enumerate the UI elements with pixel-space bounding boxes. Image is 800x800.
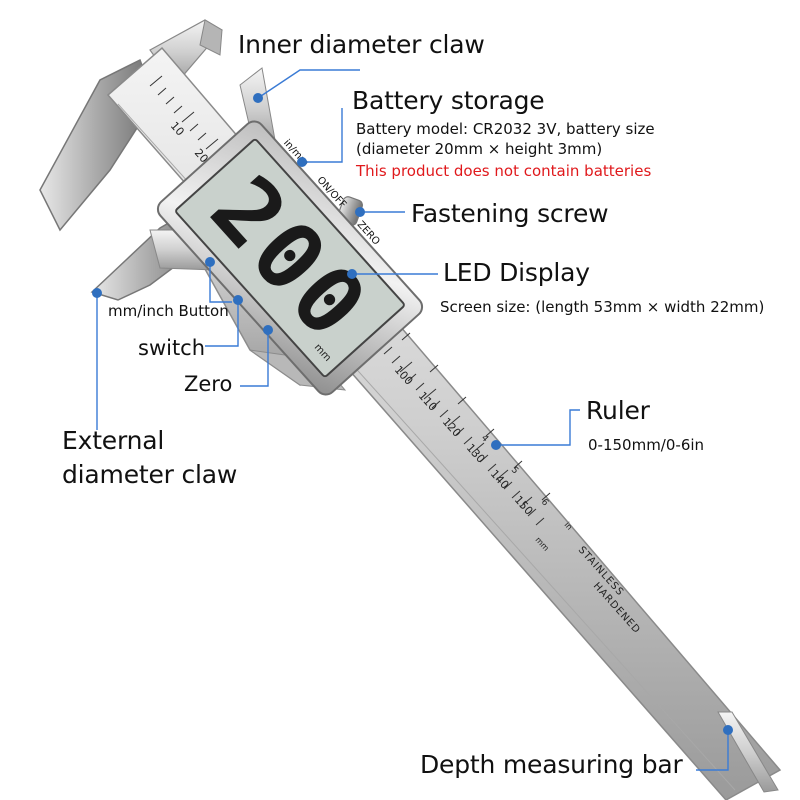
lcd-housing: 200 mm in/mm ON/OFF ZERO [156,120,424,396]
external-claw-label-line2: diameter claw [62,460,238,489]
scale-ticks [149,75,551,526]
battery-storage-label: Battery storage [352,86,545,115]
battery-model-text: Battery model: CR2032 3V, battery size [356,120,655,138]
depth-measuring-bar [717,711,779,793]
screen-size-text: Screen size: (length 53mm × width 22mm) [440,298,765,316]
inner-claw-label: Inner diameter claw [238,30,485,59]
battery-size-text: (diameter 20mm × height 3mm) [356,140,603,158]
inch-number: 4 [479,433,490,444]
battery-warning-text: This product does not contain batteries [356,162,652,180]
lcd-screen [175,138,405,378]
mm-inch-button-label: mm/inch Button [108,302,229,320]
scale-unit-in: in [563,520,575,531]
external-claw-label-line1: External [62,426,165,455]
led-display-label: LED Display [443,258,590,287]
inch-number: 5 [509,465,520,476]
switch-label: switch [138,336,206,360]
callout-dots [92,93,733,735]
depth-bar-label: Depth measuring bar [420,750,683,779]
callout-lines [96,69,729,771]
ruler-range-text: 0-150mm/0-6in [588,436,705,454]
fastening-screw-label: Fastening screw [411,199,609,228]
ruler-label: Ruler [586,396,650,425]
inch-number: 6 [539,497,550,508]
zero-label: Zero [184,372,233,396]
